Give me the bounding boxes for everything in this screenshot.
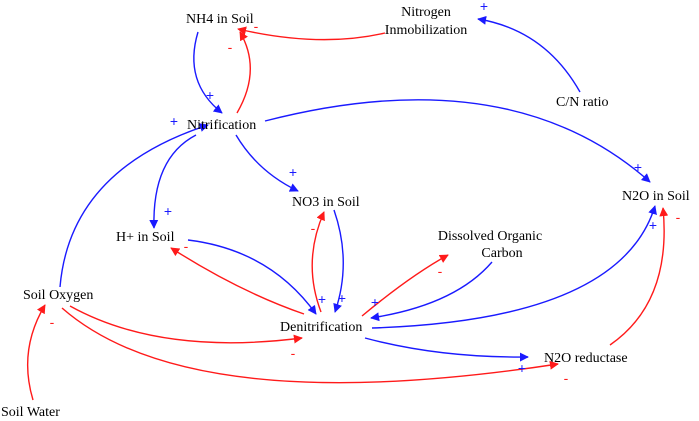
- link-denitrification-to-n2oreductase: [364, 337, 529, 362]
- sign-denitrification-to-no3: -: [311, 220, 316, 236]
- node-dissolved-organic-carbon-line1: Dissolved Organic: [438, 229, 542, 244]
- node-dissolved-organic-carbon-line2: Carbon: [481, 246, 522, 261]
- link-soiloxygen-to-n2oreductase: [61, 307, 559, 384]
- sign-n2oreductase-to-n2o: -: [676, 209, 681, 225]
- sign-hplus-to-denitrification: +: [318, 291, 326, 307]
- node-soil-oxygen: Soil Oxygen: [23, 288, 93, 303]
- sign-soiloxygen-to-n2oreductase: -: [564, 370, 569, 386]
- sign-soiloxygen-to-denitrification: -: [291, 345, 296, 361]
- sign-nitrification-to-no3: +: [289, 164, 297, 180]
- link-nitrification-to-no3: [235, 134, 299, 192]
- node-n2o-in-soil: N2O in Soil: [622, 189, 690, 204]
- link-nitrification-to-hplus: [149, 134, 197, 229]
- node-nitrogen-immobilization-line2: Inmobilization: [385, 23, 467, 38]
- node-n2o-reductase: N2O reductase: [544, 351, 628, 366]
- node-cn-ratio: C/N ratio: [556, 95, 609, 110]
- sign-no3-to-denitrification: +: [338, 290, 346, 306]
- link-n2oreductase-to-n2o: [609, 207, 669, 346]
- link-nitrification-to-nh4: [236, 31, 251, 114]
- link-doc-to-denitrification: [370, 261, 493, 322]
- link-denitrification-to-doc: [361, 254, 449, 317]
- node-soil-water: Soil Water: [1, 405, 60, 420]
- sign-nh4-to-nitrification: +: [206, 87, 214, 103]
- node-denitrification: Denitrification: [280, 320, 362, 335]
- link-cn-to-immob: [477, 15, 581, 93]
- sign-doc-to-denitrification: +: [371, 294, 379, 310]
- link-no3-to-denitrification: [333, 209, 344, 313]
- node-nitrogen-immobilization-line1: Nitrogen: [401, 5, 451, 20]
- sign-soiloxygen-to-nitrification: +: [170, 113, 178, 129]
- node-hplus-in-soil: H+ in Soil: [116, 230, 175, 245]
- link-nitrification-to-n2o: [264, 99, 651, 183]
- sign-denitrification-to-n2o: +: [649, 217, 657, 233]
- node-nh4-in-soil: NH4 in Soil: [186, 12, 254, 27]
- link-denitrification-to-hplus: [170, 247, 305, 315]
- link-soilwater-to-soiloxygen: [26, 304, 46, 401]
- link-denitrification-to-n2o: [371, 205, 657, 329]
- link-immob-to-nh4: [237, 26, 386, 41]
- sign-nitrification-to-hplus: +: [164, 203, 172, 219]
- sign-immob-to-nh4: -: [254, 18, 259, 34]
- sign-cn-to-immob: +: [480, 0, 488, 14]
- link-nh4-to-nitrification: [193, 31, 223, 114]
- link-soiloxygen-to-denitrification: [69, 305, 303, 344]
- sign-denitrification-to-doc: -: [438, 263, 443, 279]
- link-hplus-to-denitrification: [187, 239, 317, 315]
- sign-denitrification-to-hplus: -: [184, 238, 189, 254]
- sign-nitrification-to-n2o: +: [634, 159, 642, 175]
- link-denitrification-to-no3: [311, 211, 325, 313]
- node-no3-in-soil: NO3 in Soil: [292, 195, 360, 210]
- sign-denitrification-to-n2oreductase: +: [518, 360, 526, 376]
- sign-nitrification-to-nh4: -: [228, 39, 233, 55]
- node-nitrification: Nitrification: [187, 118, 256, 133]
- sign-soilwater-to-soiloxygen: -: [50, 314, 55, 330]
- link-soiloxygen-to-nitrification: [59, 123, 209, 288]
